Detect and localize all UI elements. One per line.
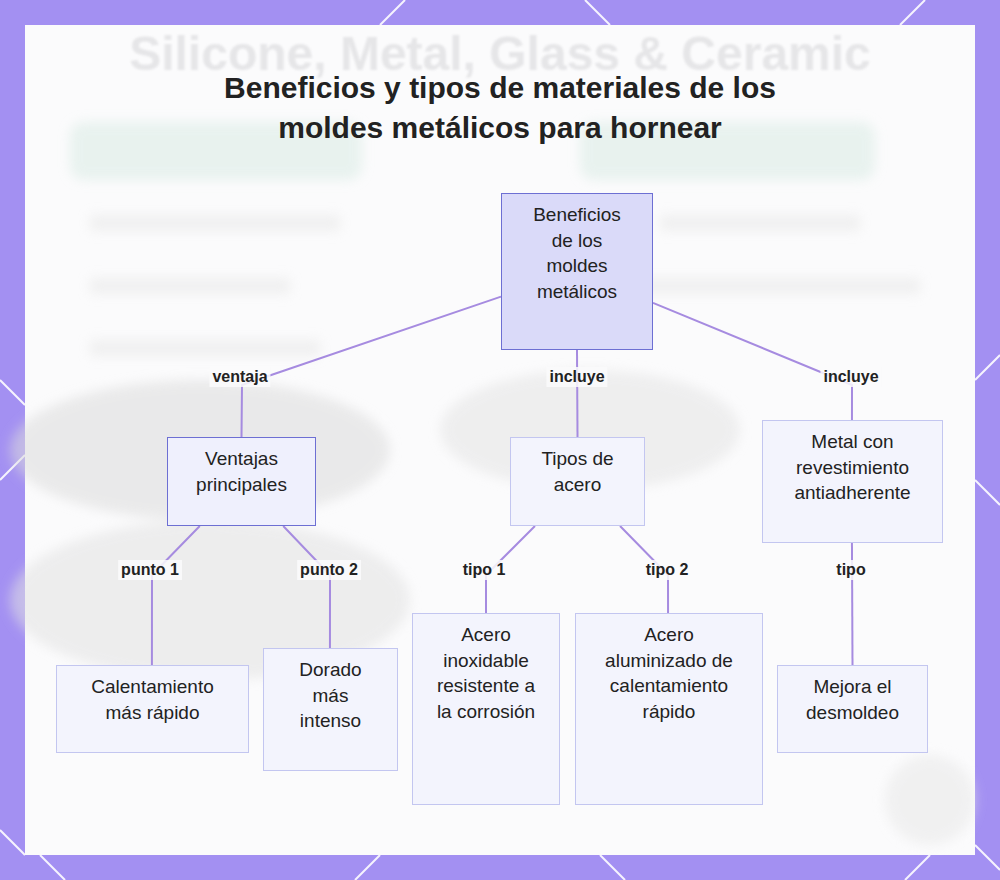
panel bbox=[25, 25, 975, 855]
process-box: Calentamiento más rápido bbox=[56, 665, 249, 753]
edge-label: ventaja bbox=[209, 367, 270, 387]
node-text: Tipos de acero bbox=[531, 446, 624, 497]
edge-label: incluye bbox=[820, 367, 881, 387]
node-text: Mejora el desmoldeo bbox=[792, 674, 913, 725]
edge-label: punto 2 bbox=[297, 560, 361, 580]
process-box: Acero aluminizado de calentamiento rápid… bbox=[575, 613, 763, 805]
node-text: Acero aluminizado de calentamiento rápid… bbox=[604, 622, 735, 724]
diagram-title: Beneficios y tipos de materiales de los … bbox=[217, 68, 783, 148]
connector-line bbox=[152, 526, 200, 665]
process-box: Mejora el desmoldeo bbox=[777, 665, 928, 753]
process-box: Ventajas principales bbox=[167, 437, 316, 526]
edge-label: punto 1 bbox=[118, 560, 182, 580]
edge-label: incluye bbox=[546, 367, 607, 387]
node-text: Dorado más intenso bbox=[290, 657, 371, 734]
node-text: Ventajas principales bbox=[182, 446, 301, 497]
connector-line bbox=[653, 303, 852, 420]
process-box: Dorado más intenso bbox=[263, 648, 398, 771]
node-text: Beneficios de los moldes metálicos bbox=[527, 202, 628, 304]
process-box: Beneficios de los moldes metálicos bbox=[501, 193, 653, 350]
process-box: Tipos de acero bbox=[510, 437, 645, 526]
node-text: Acero inoxidable resistente a la corrosi… bbox=[436, 622, 537, 724]
connector-line bbox=[576, 350, 579, 437]
connector-line bbox=[242, 297, 502, 437]
process-box: Acero inoxidable resistente a la corrosi… bbox=[412, 613, 560, 805]
edge-label: tipo bbox=[833, 560, 868, 580]
faded-photo bbox=[10, 122, 975, 845]
edge-label: tipo 2 bbox=[643, 560, 692, 580]
connector-line bbox=[283, 526, 330, 648]
node-text: Metal con revestimiento antiadherente bbox=[779, 429, 926, 506]
edge-label: tipo 1 bbox=[460, 560, 509, 580]
node-text: Calentamiento más rápido bbox=[75, 674, 230, 725]
process-box: Metal con revestimiento antiadherente bbox=[762, 420, 943, 543]
